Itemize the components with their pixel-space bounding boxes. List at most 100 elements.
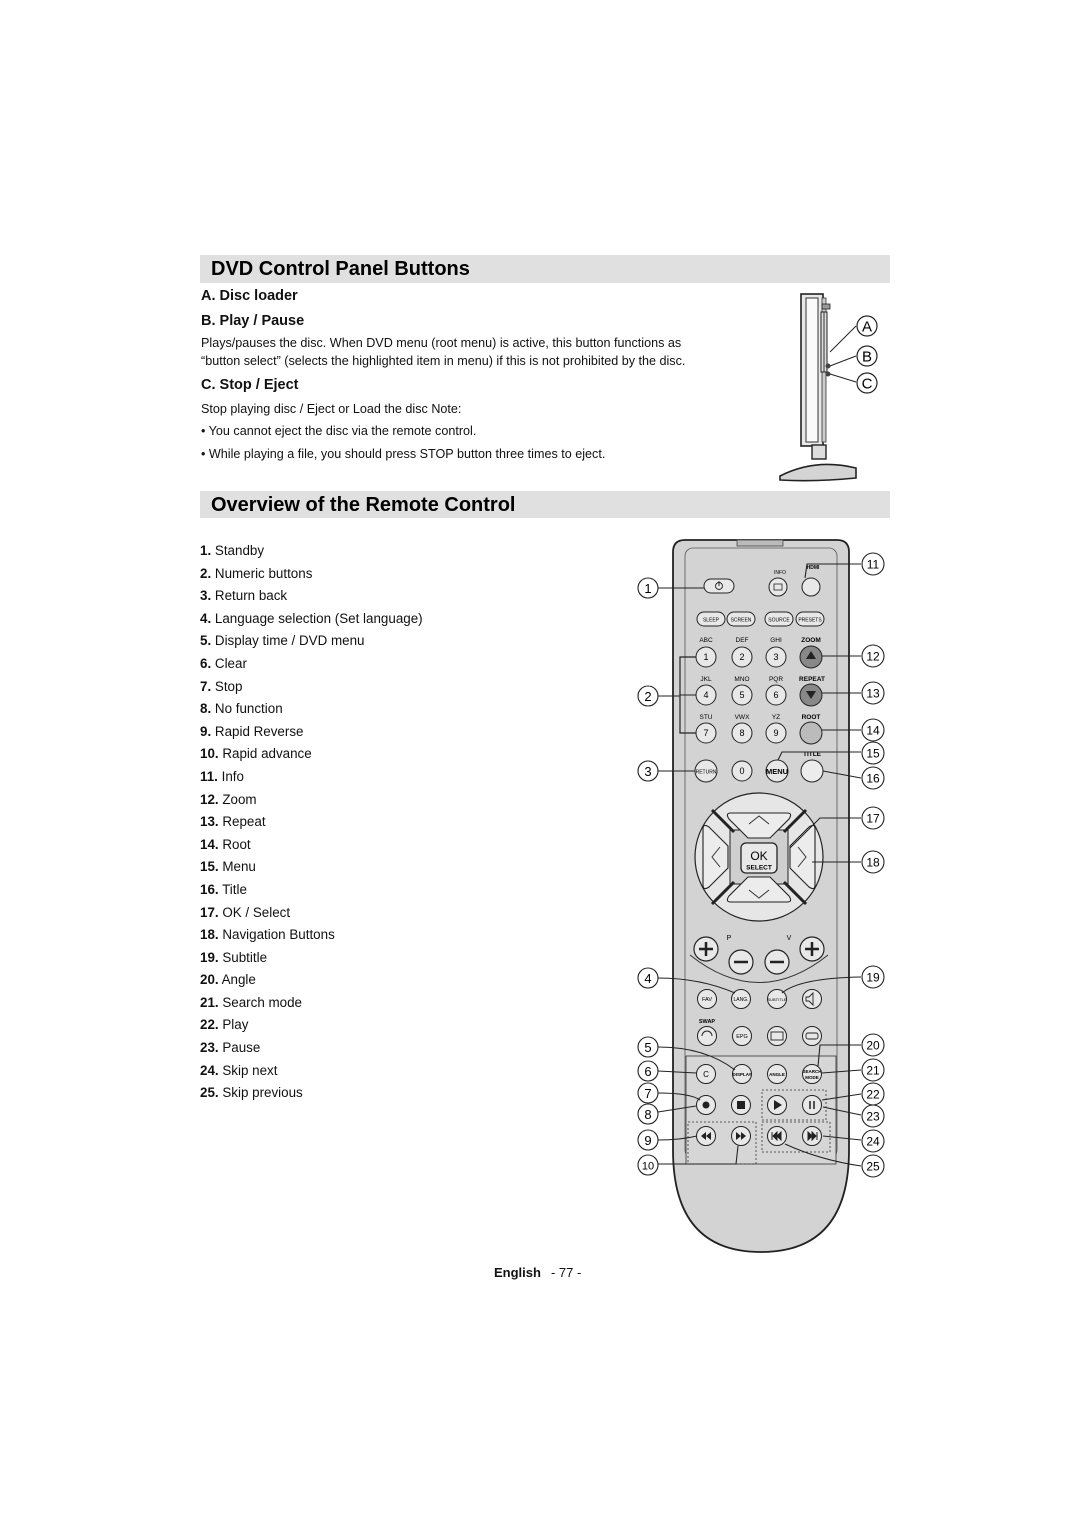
digit-0-button[interactable] <box>731 760 753 782</box>
sleep-label: SLEEP <box>703 618 720 624</box>
callout-18-circle <box>861 850 885 874</box>
item-label: No function <box>214 701 283 717</box>
angle-button[interactable] <box>767 1064 787 1084</box>
sleep-button[interactable] <box>696 611 726 627</box>
plus-icon <box>805 942 819 956</box>
item-label: Language selection (Set language) <box>214 610 423 626</box>
callout-14: 14 <box>866 724 880 738</box>
stop-eject-text: Stop playing disc / Eject or Load the di… <box>201 402 462 416</box>
item-label: Rapid Reverse <box>214 723 304 739</box>
item-number: 16. <box>200 881 219 897</box>
mute-button[interactable] <box>802 989 822 1009</box>
callout-8: 8 <box>644 1107 651 1122</box>
digit-2-button[interactable] <box>731 646 753 668</box>
callout-23-circle <box>861 1104 885 1128</box>
rewind-icon <box>701 1132 711 1140</box>
item-label: Clear <box>214 655 247 671</box>
search-label: SEARCH <box>802 1069 821 1074</box>
source-button[interactable] <box>764 611 794 627</box>
digit-7-label: 7 <box>703 728 708 738</box>
nav-right-icon <box>797 846 807 868</box>
list-item: 15. Menu <box>200 856 423 879</box>
callout-3: 3 <box>644 764 651 779</box>
search-mode-button[interactable] <box>802 1064 822 1084</box>
pip-button[interactable] <box>767 1026 787 1046</box>
nav-down-button[interactable] <box>726 876 792 903</box>
digit-6-button[interactable] <box>765 684 787 706</box>
list-item: 11. Info <box>200 766 423 789</box>
fav-button[interactable] <box>697 989 717 1009</box>
presets-button[interactable] <box>795 611 825 627</box>
item-label: Play <box>222 1017 249 1033</box>
list-item: 18. Navigation Buttons <box>200 924 423 947</box>
stop-eject-note-2: • While playing a file, you should press… <box>201 447 606 461</box>
callout-7-circle <box>637 1082 659 1104</box>
digit-5-button[interactable] <box>731 684 753 706</box>
hdmi-button[interactable] <box>801 577 821 597</box>
item-number: 15. <box>200 859 219 875</box>
callout-22: 22 <box>866 1088 880 1102</box>
display-button[interactable] <box>732 1064 752 1084</box>
callout-7: 7 <box>644 1086 651 1101</box>
item-number: 5. <box>200 633 212 649</box>
ghi-label: GHI <box>770 637 782 644</box>
menu-button[interactable] <box>765 759 789 783</box>
remote-function-list: 1. Standby 2. Numeric buttons 3. Return … <box>200 540 423 1105</box>
select-label: SELECT <box>746 865 772 872</box>
root-label: ROOT <box>802 714 821 721</box>
list-item: 9. Rapid Reverse <box>200 721 423 744</box>
list-item: 25. Skip previous <box>200 1082 423 1105</box>
display-label: DISPLAY <box>732 1072 751 1077</box>
nav-up-button[interactable] <box>726 812 792 839</box>
digit-5-label: 5 <box>739 690 744 700</box>
list-item: 4. Language selection (Set language) <box>200 608 423 631</box>
page-footer: English- 77 - <box>494 1265 581 1280</box>
callout-15-circle <box>861 741 885 765</box>
play-pause-text-2: “button select” (selects the highlighted… <box>201 354 686 368</box>
title-button[interactable] <box>800 759 824 783</box>
info-button[interactable] <box>768 577 788 597</box>
pip-icon <box>770 1031 784 1041</box>
list-item: 22. Play <box>200 1014 423 1037</box>
callout-2-circle <box>637 685 659 707</box>
callout-23: 23 <box>866 1110 880 1124</box>
source-label: SOURCE <box>768 618 790 624</box>
callout-c-circle <box>856 372 878 394</box>
digit-8-button[interactable] <box>731 722 753 744</box>
digit-9-button[interactable] <box>765 722 787 744</box>
subtitle-button[interactable] <box>767 989 787 1009</box>
list-item: 2. Numeric buttons <box>200 563 423 586</box>
screen-button[interactable] <box>726 611 756 627</box>
item-number: 14. <box>200 836 219 852</box>
root-button[interactable] <box>799 721 823 745</box>
item-label: Navigation Buttons <box>222 927 335 943</box>
presets-label: PRESETS <box>798 618 822 624</box>
clear-button[interactable] <box>696 1064 716 1084</box>
ok-button[interactable] <box>740 842 778 874</box>
callout-c: C <box>862 376 873 393</box>
swap-button[interactable] <box>697 1026 717 1046</box>
fav-label: FAV <box>702 997 712 1003</box>
callout-4: 4 <box>644 971 651 986</box>
record-dot-icon <box>702 1101 710 1109</box>
digit-3-label: 3 <box>773 652 778 662</box>
item-label: Pause <box>222 1040 261 1056</box>
dvd-section-title: DVD Control Panel Buttons <box>211 258 470 280</box>
epg-button[interactable] <box>732 1026 752 1046</box>
remote-section-header: Overview of the Remote Control <box>200 491 890 518</box>
footer-language: English <box>494 1265 541 1280</box>
text-button[interactable] <box>802 1026 822 1046</box>
item-label: Subtitle <box>222 949 268 965</box>
list-item: 20. Angle <box>200 969 423 992</box>
lang-button[interactable] <box>731 989 751 1009</box>
callout-1: 1 <box>644 581 651 596</box>
digit-3-button[interactable] <box>765 646 787 668</box>
disc-loader-heading: A. Disc loader <box>201 288 298 304</box>
info-label: INFO <box>774 570 786 576</box>
nav-left-button[interactable] <box>702 824 729 890</box>
list-item: 7. Stop <box>200 676 423 699</box>
teletext-icon <box>805 1032 819 1040</box>
item-number: 21. <box>200 994 219 1010</box>
pause-button[interactable] <box>802 1095 822 1115</box>
callout-11-circle <box>861 552 885 576</box>
